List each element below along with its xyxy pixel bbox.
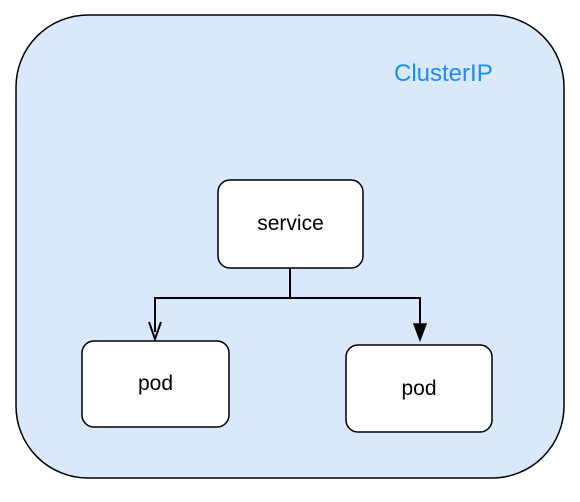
- edge-service-to-pod-left[interactable]: [154, 268, 291, 332]
- pod-node-left[interactable]: [81, 340, 230, 428]
- edge-service-to-pod-right[interactable]: [290, 297, 421, 330]
- arrowhead-left-icon: [148, 321, 162, 343]
- service-node[interactable]: [217, 179, 364, 269]
- pod-node-right[interactable]: [345, 344, 493, 433]
- cluster-title: ClusterIP: [394, 60, 493, 87]
- service-label: service: [257, 212, 324, 235]
- pod-right-label: pod: [401, 376, 437, 400]
- pod-left-label: pod: [137, 372, 174, 395]
- arrowhead-right-icon: [412, 323, 428, 343]
- connector-service-to-pods: [154, 268, 421, 332]
